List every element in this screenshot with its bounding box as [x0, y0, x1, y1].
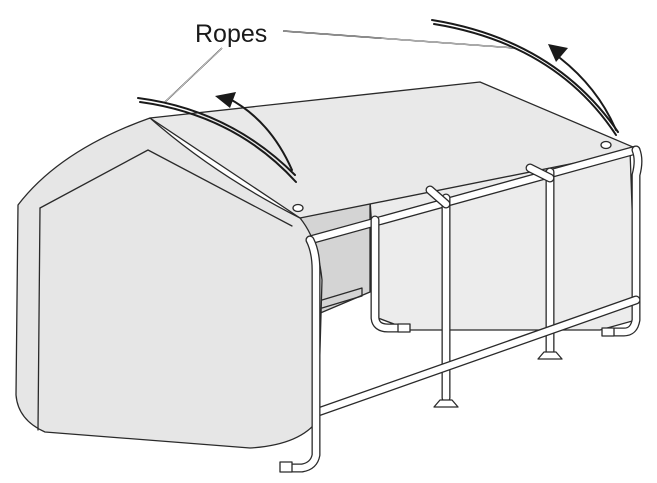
front-end-fabric [15, 117, 323, 449]
foot-plates [279, 323, 615, 473]
steel-frame [279, 145, 643, 473]
rope-tie-points [292, 140, 612, 213]
ropes [137, 19, 619, 183]
ropes-leader-lines [164, 30, 516, 103]
ropes-label: Ropes [195, 20, 267, 48]
left-rope-arrow-icon [215, 92, 236, 108]
right-rope-arrow-icon [548, 44, 568, 62]
